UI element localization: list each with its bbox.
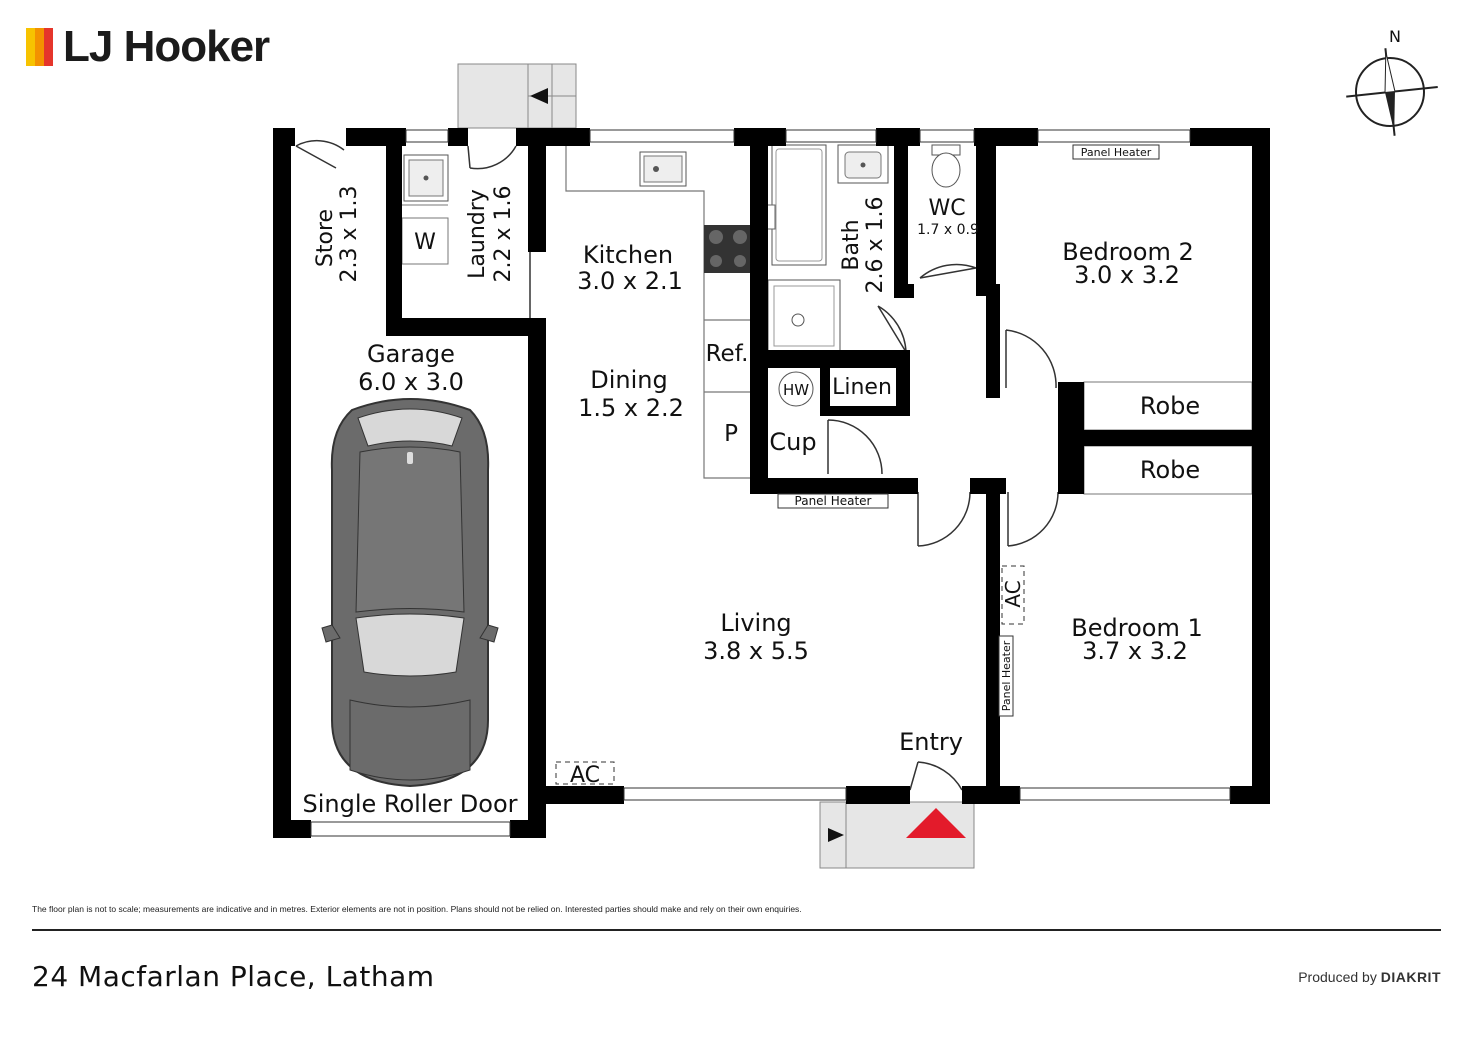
linen-label: Linen xyxy=(832,375,892,400)
panel-heater-hall-label: Panel Heater xyxy=(795,494,872,508)
laundry-tub-icon xyxy=(403,154,449,202)
panel-heater-bed2 xyxy=(1072,144,1160,160)
store-dims: 2.3 x 1.3 xyxy=(337,186,362,283)
logo-color-bars xyxy=(26,28,53,66)
door-swings xyxy=(295,139,1059,791)
logo-bar-red xyxy=(44,28,53,66)
wc-dims: 1.7 x 0.9 xyxy=(917,222,979,238)
logo-bar-orange xyxy=(35,28,44,66)
car-icon xyxy=(321,398,499,788)
bath-dims: 2.6 x 1.6 xyxy=(863,197,888,294)
dining-name: Dining xyxy=(590,366,667,394)
robe-lower-label: Robe xyxy=(1140,456,1200,484)
bedroom1-name: Bedroom 1 xyxy=(1071,614,1202,642)
kitchen-dims: 3.0 x 2.1 xyxy=(577,267,683,295)
disclaimer-text: The floor plan is not to scale; measurem… xyxy=(32,904,802,914)
bedroom2-dims: 3.0 x 3.2 xyxy=(1074,261,1180,289)
bedroom2-name: Bedroom 2 xyxy=(1062,238,1193,266)
store-name: Store xyxy=(313,209,338,267)
hot-water-unit-icon xyxy=(778,371,814,407)
toilet-icon xyxy=(931,144,961,188)
compass-icon xyxy=(1346,48,1438,136)
washer-label: W xyxy=(414,230,436,255)
bath-name: Bath xyxy=(839,219,864,270)
kitchen-bench xyxy=(565,145,752,479)
property-address: 24 Macfarlan Place, Latham xyxy=(32,960,435,993)
produced-by: Produced by DIAKRIT xyxy=(1298,969,1441,985)
cupboard-label: Cup xyxy=(769,428,816,456)
kitchen-name: Kitchen xyxy=(583,241,673,269)
washer-icon xyxy=(401,217,449,265)
robe-upper-label: Robe xyxy=(1140,392,1200,420)
shower-icon xyxy=(767,279,841,353)
bathtub-icon xyxy=(766,144,827,266)
compass-north-label: N xyxy=(1389,27,1401,46)
brand-logo: LJ Hooker xyxy=(26,22,270,72)
laundry-dims: 2.2 x 1.6 xyxy=(491,186,516,283)
ac-living-label: AC xyxy=(570,763,600,788)
produced-by-prefix: Produced by xyxy=(1298,969,1377,985)
pantry-label: P xyxy=(724,421,738,447)
entry-marker-icon xyxy=(906,808,966,838)
footer-divider xyxy=(32,929,1441,931)
hot-water-label: HW xyxy=(783,381,809,399)
ac-bed1-label: AC xyxy=(1001,580,1025,607)
dining-dims: 1.5 x 2.2 xyxy=(578,394,684,422)
brand-name: LJ Hooker xyxy=(63,22,270,71)
front-entry-pad xyxy=(819,801,975,869)
entry-label: Entry xyxy=(899,728,963,756)
garage-name: Garage xyxy=(367,340,455,368)
panel-heater-hall xyxy=(777,493,889,509)
garage-dims: 6.0 x 3.0 xyxy=(358,368,464,396)
rear-step xyxy=(457,63,577,129)
produced-by-company: DIAKRIT xyxy=(1380,969,1441,985)
ac-living-unit xyxy=(555,761,615,785)
roller-door-label: Single Roller Door xyxy=(302,790,517,818)
basin-icon xyxy=(837,144,889,184)
panel-heater-bed2-label: Panel Heater xyxy=(1081,146,1152,159)
panel-heater-bed1 xyxy=(998,635,1014,717)
bedroom1-dims: 3.7 x 3.2 xyxy=(1082,637,1188,665)
fridge-label: Ref. xyxy=(706,341,749,367)
ac-bed1-unit xyxy=(1001,565,1025,625)
panel-heater-bed1-label: Panel Heater xyxy=(1000,640,1013,711)
windows xyxy=(310,129,1231,837)
walls xyxy=(273,128,1270,838)
wc-name: WC xyxy=(928,196,965,221)
kitchen-sink-icon xyxy=(639,151,687,187)
logo-bar-yellow xyxy=(26,28,35,66)
living-dims: 3.8 x 5.5 xyxy=(703,637,809,665)
living-name: Living xyxy=(720,609,791,637)
laundry-name: Laundry xyxy=(465,189,490,279)
cooktop-icon xyxy=(704,225,752,273)
